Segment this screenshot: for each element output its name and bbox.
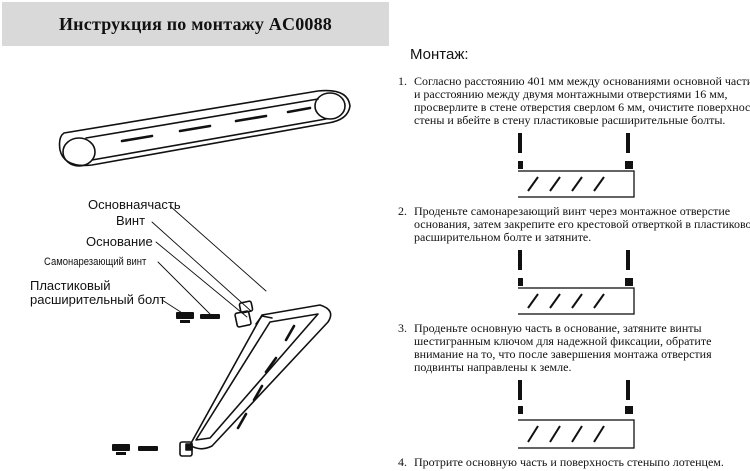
step-2: 2.Проденьте самонарезающий винт через мо… bbox=[398, 204, 750, 244]
leader-lines bbox=[151, 205, 267, 319]
step-4: 4.Протрите основную часть и поверхность … bbox=[398, 455, 724, 469]
instructions-panel: Монтаж: 1.Согласно расстоянию 401 мм меж… bbox=[398, 46, 750, 469]
step-1-diagram bbox=[518, 133, 635, 198]
label-main-part: Основнаячасть bbox=[88, 197, 181, 212]
step-3-diagram bbox=[518, 380, 635, 449]
instructions-title: Монтаж: bbox=[410, 46, 469, 63]
step-2-diagram bbox=[518, 250, 635, 315]
label-screw: Винт bbox=[116, 213, 146, 228]
fasteners-top bbox=[176, 312, 220, 323]
fasteners-bottom bbox=[112, 444, 158, 455]
label-base: Основание bbox=[86, 234, 153, 249]
title-bar: Инструкция по монтажу AC0088 bbox=[2, 2, 389, 46]
step-1: 1.Согласно расстоянию 401 мм между основ… bbox=[398, 74, 750, 127]
exploded-shelf-drawing bbox=[179, 300, 332, 457]
step-3: 3.Проденьте основную часть в основание, … bbox=[398, 321, 712, 374]
assembled-shelf-drawing bbox=[58, 89, 351, 167]
label-plastic-bolt-line2: расширительный болт bbox=[30, 292, 166, 307]
shelf-illustration bbox=[58, 89, 351, 457]
page-title: Инструкция по монтажу AC0088 bbox=[58, 13, 333, 34]
label-plastic-bolt-line1: Пластиковый bbox=[30, 278, 111, 293]
label-self-tapping-screw: Самонарезающий винт bbox=[44, 256, 147, 268]
